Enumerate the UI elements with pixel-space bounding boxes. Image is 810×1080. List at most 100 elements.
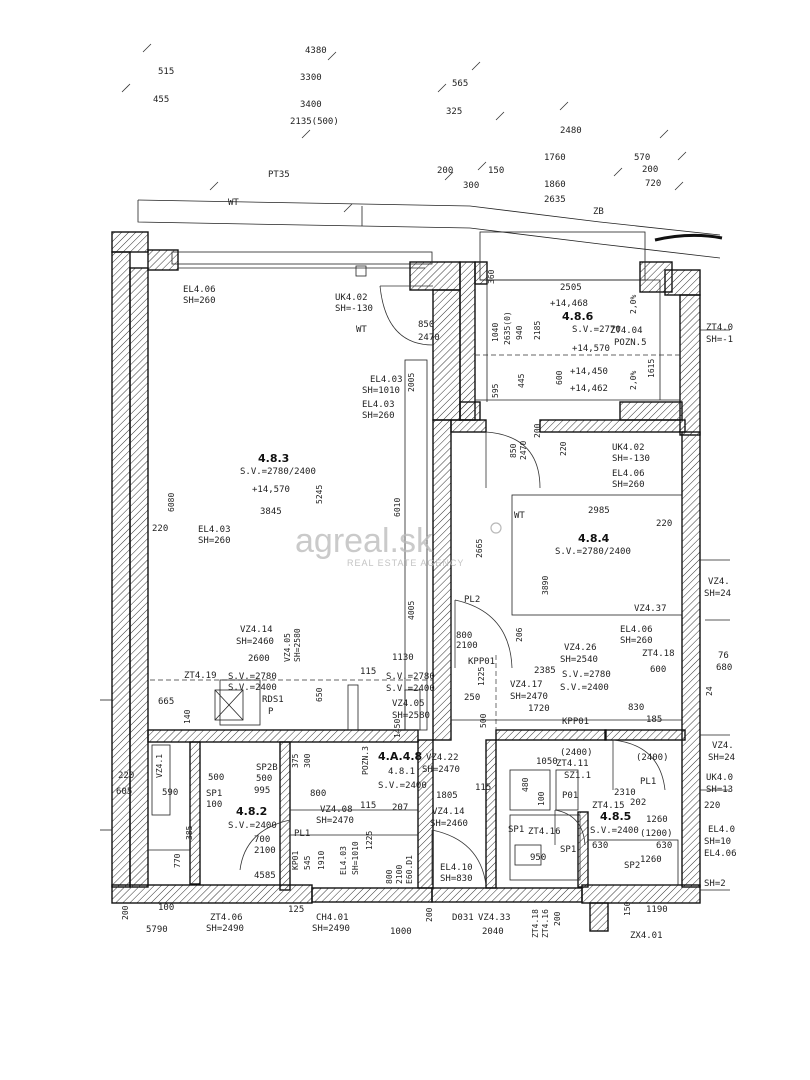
door-label: E60.D1	[405, 855, 414, 884]
element-label: SH=260	[183, 296, 216, 306]
element-label: PL1	[294, 829, 310, 839]
element-label: SH=2470	[316, 816, 354, 826]
door-label: 2100	[395, 865, 404, 884]
element-label: SH=1010	[351, 841, 360, 875]
element-label: VZ4.	[712, 741, 734, 751]
element-label: SH=260	[612, 480, 645, 490]
dimension-label: 770	[173, 853, 182, 868]
element-label: EL4.06	[620, 625, 653, 635]
door-label: 800	[456, 631, 472, 641]
element-label: VZ4.33	[478, 913, 511, 923]
dimension-label: 206	[515, 627, 524, 642]
room-id: 4.8.6	[562, 310, 594, 323]
element-label: S.V.=2780	[562, 670, 611, 680]
dimension-label: 830	[628, 703, 644, 713]
element-label: SP1	[206, 789, 222, 799]
element-label: SH=260	[620, 636, 653, 646]
element-label: ZT4.18	[642, 649, 675, 659]
dimension-label: 200	[121, 905, 130, 920]
element-label: EL4.06	[183, 285, 216, 295]
element-label: RDS1	[262, 695, 284, 705]
element-label: EL4.06	[704, 849, 737, 859]
dimension-label: 140	[183, 709, 192, 724]
watermark-brand: agreal.sk	[295, 522, 434, 560]
dimension-label: 515	[158, 67, 174, 77]
terrace-label: WT	[228, 198, 239, 208]
element-label: VZ4.1	[155, 754, 164, 778]
dimension-label: 200	[533, 423, 542, 438]
dimension-label: 115	[475, 783, 491, 793]
dimension-label: 2505	[560, 283, 582, 293]
dimension-label: 24	[705, 686, 714, 696]
dimension-label: 76	[718, 651, 729, 661]
door-label: 800	[385, 869, 394, 884]
element-label: SP1	[560, 845, 576, 855]
element-label: VZ4.37	[634, 604, 667, 614]
element-label: KPP01	[562, 717, 589, 727]
dimension-label: 3300	[300, 73, 322, 83]
dimension-label: 480	[521, 777, 530, 792]
slope-label: 2,0%	[629, 371, 638, 390]
element-label: SH=10	[704, 837, 731, 847]
dimension-label: 800	[310, 789, 326, 799]
element-label: S.V.=2400	[228, 683, 277, 693]
element-label: CH4.01	[316, 913, 349, 923]
element-label: SH=2	[704, 879, 726, 889]
level-label: +14,468	[550, 299, 588, 309]
room-labels: 4.8.3 S.V.=2780/2400 +14,570 4.8.4 S.V.=…	[228, 310, 639, 836]
element-label: ZT4.16	[528, 827, 561, 837]
element-label: SH=2470	[422, 765, 460, 775]
dimension-label: 6080	[167, 493, 176, 512]
dimension-label: 1225	[477, 667, 486, 686]
dimension-label: 2600	[248, 654, 270, 664]
element-label: P	[268, 707, 274, 717]
dimension-label: 200	[642, 165, 658, 175]
element-label: ZT4.18	[531, 909, 540, 938]
element-label: S.V.=2400	[560, 683, 609, 693]
element-label: EL4.0	[708, 825, 735, 835]
room-sv: S.V.=2400	[378, 781, 427, 791]
watermark: agreal.sk REAL ESTATE AGENCY	[295, 522, 502, 568]
room-sv: S.V.=2400	[590, 826, 639, 836]
dimension-label: 590	[162, 788, 178, 798]
dimension-label: 1050	[536, 757, 558, 767]
door-label: 2100	[254, 846, 276, 856]
dimension-label: 1720	[528, 704, 550, 714]
dimension-label: 202	[630, 798, 646, 808]
dimension-label: (2400)	[636, 753, 669, 763]
slope-label: 2,0%	[629, 295, 638, 314]
element-label: S.V.=2780	[228, 672, 277, 682]
room-sv: S.V.=2780/2400	[555, 547, 631, 557]
dimension-label: 1260	[640, 855, 662, 865]
door-label: 2100	[456, 641, 478, 651]
element-label: PL1	[640, 777, 656, 787]
dimension-label: 2385	[534, 666, 556, 676]
room-id: 4.8.2	[236, 805, 267, 818]
element-label: UK4.0	[706, 773, 733, 783]
dimension-label: 200	[425, 907, 434, 922]
room-id: 4.A.4.8	[378, 750, 422, 763]
element-label: WT	[514, 511, 525, 521]
terrace-label: PT35	[268, 170, 290, 180]
dimension-label: 5245	[315, 485, 324, 504]
dimension-label: 545	[303, 855, 312, 870]
dimension-label: 250	[464, 693, 480, 703]
element-label: UK4.02	[335, 293, 368, 303]
element-label: SH=830	[440, 874, 473, 884]
element-label: SH=-130	[335, 304, 373, 314]
element-label: SH=2460	[430, 819, 468, 829]
dimension-label: 185	[646, 715, 662, 725]
dimension-label: 115	[360, 801, 376, 811]
dimension-label: 720	[645, 179, 661, 189]
dimension-label: 4585	[254, 871, 276, 881]
dimension-label: 1040	[491, 323, 500, 342]
dimension-label: 2310	[614, 788, 636, 798]
element-label: VZ4.05	[283, 633, 292, 662]
dimension-label: 2040	[482, 927, 504, 937]
dimension-label: 2985	[588, 506, 610, 516]
dimension-label: 360	[487, 269, 496, 284]
dimension-ticks	[121, 43, 687, 213]
element-label: S.V.=2780	[386, 672, 435, 682]
level-label: +14,450	[570, 367, 608, 377]
dimension-label: 680	[716, 663, 732, 673]
